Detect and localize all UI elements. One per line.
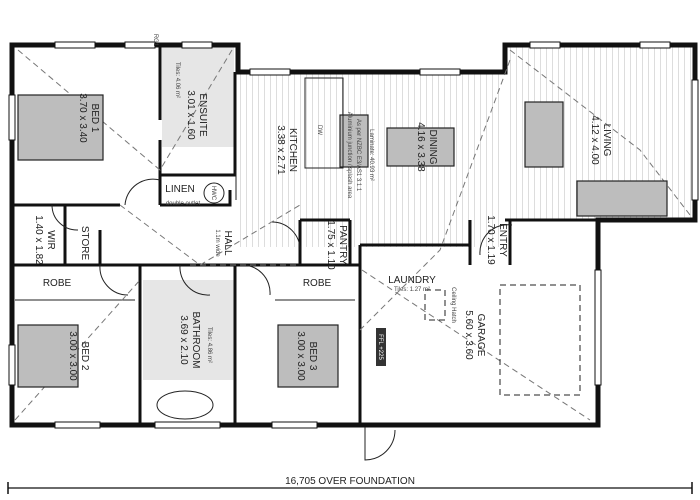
hwc-label: HWC <box>210 186 216 201</box>
room-label-laundry: LAUNDRY <box>388 275 436 286</box>
exterior-wall <box>9 42 698 428</box>
room-label-kitchen: KITCHEN3.38 x 2.71 <box>275 125 298 175</box>
furniture <box>17 77 668 420</box>
room-label-garage: GARAGE5.60 x 3.60 <box>463 310 486 360</box>
room-label-store: STORE <box>79 226 90 261</box>
room-label-robe-right: ROBE <box>303 278 332 289</box>
room-label-wir: WIR1.40 x 1.82 <box>33 215 56 265</box>
laminate-note: Laminate: 40.93 m² <box>368 129 374 181</box>
rg1-label: RG1 <box>152 34 158 47</box>
bathroom-tiles-note: Tiles: 4.86 m² <box>206 327 212 363</box>
windows <box>8 41 699 429</box>
bathtub <box>156 390 214 420</box>
splash-note: Aluminium junction / splash area <box>346 112 352 199</box>
room-label-entry: ENTRY1.70 x 1.19 <box>485 215 508 265</box>
room-label-bed1: BED 13.70 x 3.40 <box>77 93 100 143</box>
ensuite-tiles <box>162 47 234 147</box>
room-label-bed3: BED 33.00 x 3.00 <box>295 331 318 381</box>
dining-table <box>386 127 455 167</box>
dw-label: DW <box>316 125 322 135</box>
kitchen-island <box>304 77 344 169</box>
ffl-tag <box>376 328 386 366</box>
interior-walls <box>12 45 512 425</box>
room-label-bed2: BED 23.00 x 3.00 <box>67 331 90 381</box>
room-label-living: LIVING4.12 x 4.00 <box>589 115 612 165</box>
garage-car-outline <box>499 284 581 396</box>
ceiling-lines <box>14 49 691 421</box>
overall-dimension: 16,705 OVER FOUNDATION <box>7 476 693 494</box>
room-label-linen: LINEN <box>165 184 194 195</box>
room-label-bathroom: BATHROOM3.69 x 2.10 <box>178 311 201 368</box>
double-outlet-note: double outlet <box>166 201 201 207</box>
laundry-tiles-note: Tiles: 1.27 m² <box>394 287 430 293</box>
ceiling-hatch <box>424 289 446 321</box>
room-label-ensuite: ENSUITE3.01 x 1.60 <box>185 90 208 140</box>
ffl-label: FFL +225 <box>377 334 383 360</box>
bathroom-tiles <box>143 280 235 380</box>
room-label-hall: HALL1.1m wide <box>214 229 233 257</box>
ceiling-hatch-note: Ceiling Hatch <box>450 287 456 323</box>
nzbc-note: As per NZBC E3/AS1 3.1.1 <box>355 119 361 192</box>
room-label-robe-left: ROBE <box>43 278 72 289</box>
hwc-cylinder <box>203 182 225 204</box>
ensuite-tiles-note: Tiles: 4.06 m² <box>174 62 180 98</box>
room-label-pantry: PANTRY1.75 x 1.10 <box>325 220 348 270</box>
laminate-floor <box>238 72 503 247</box>
room-label-dining: DINING4.16 x 3.38 <box>415 122 438 172</box>
dimension-label: 16,705 OVER FOUNDATION <box>285 476 415 487</box>
